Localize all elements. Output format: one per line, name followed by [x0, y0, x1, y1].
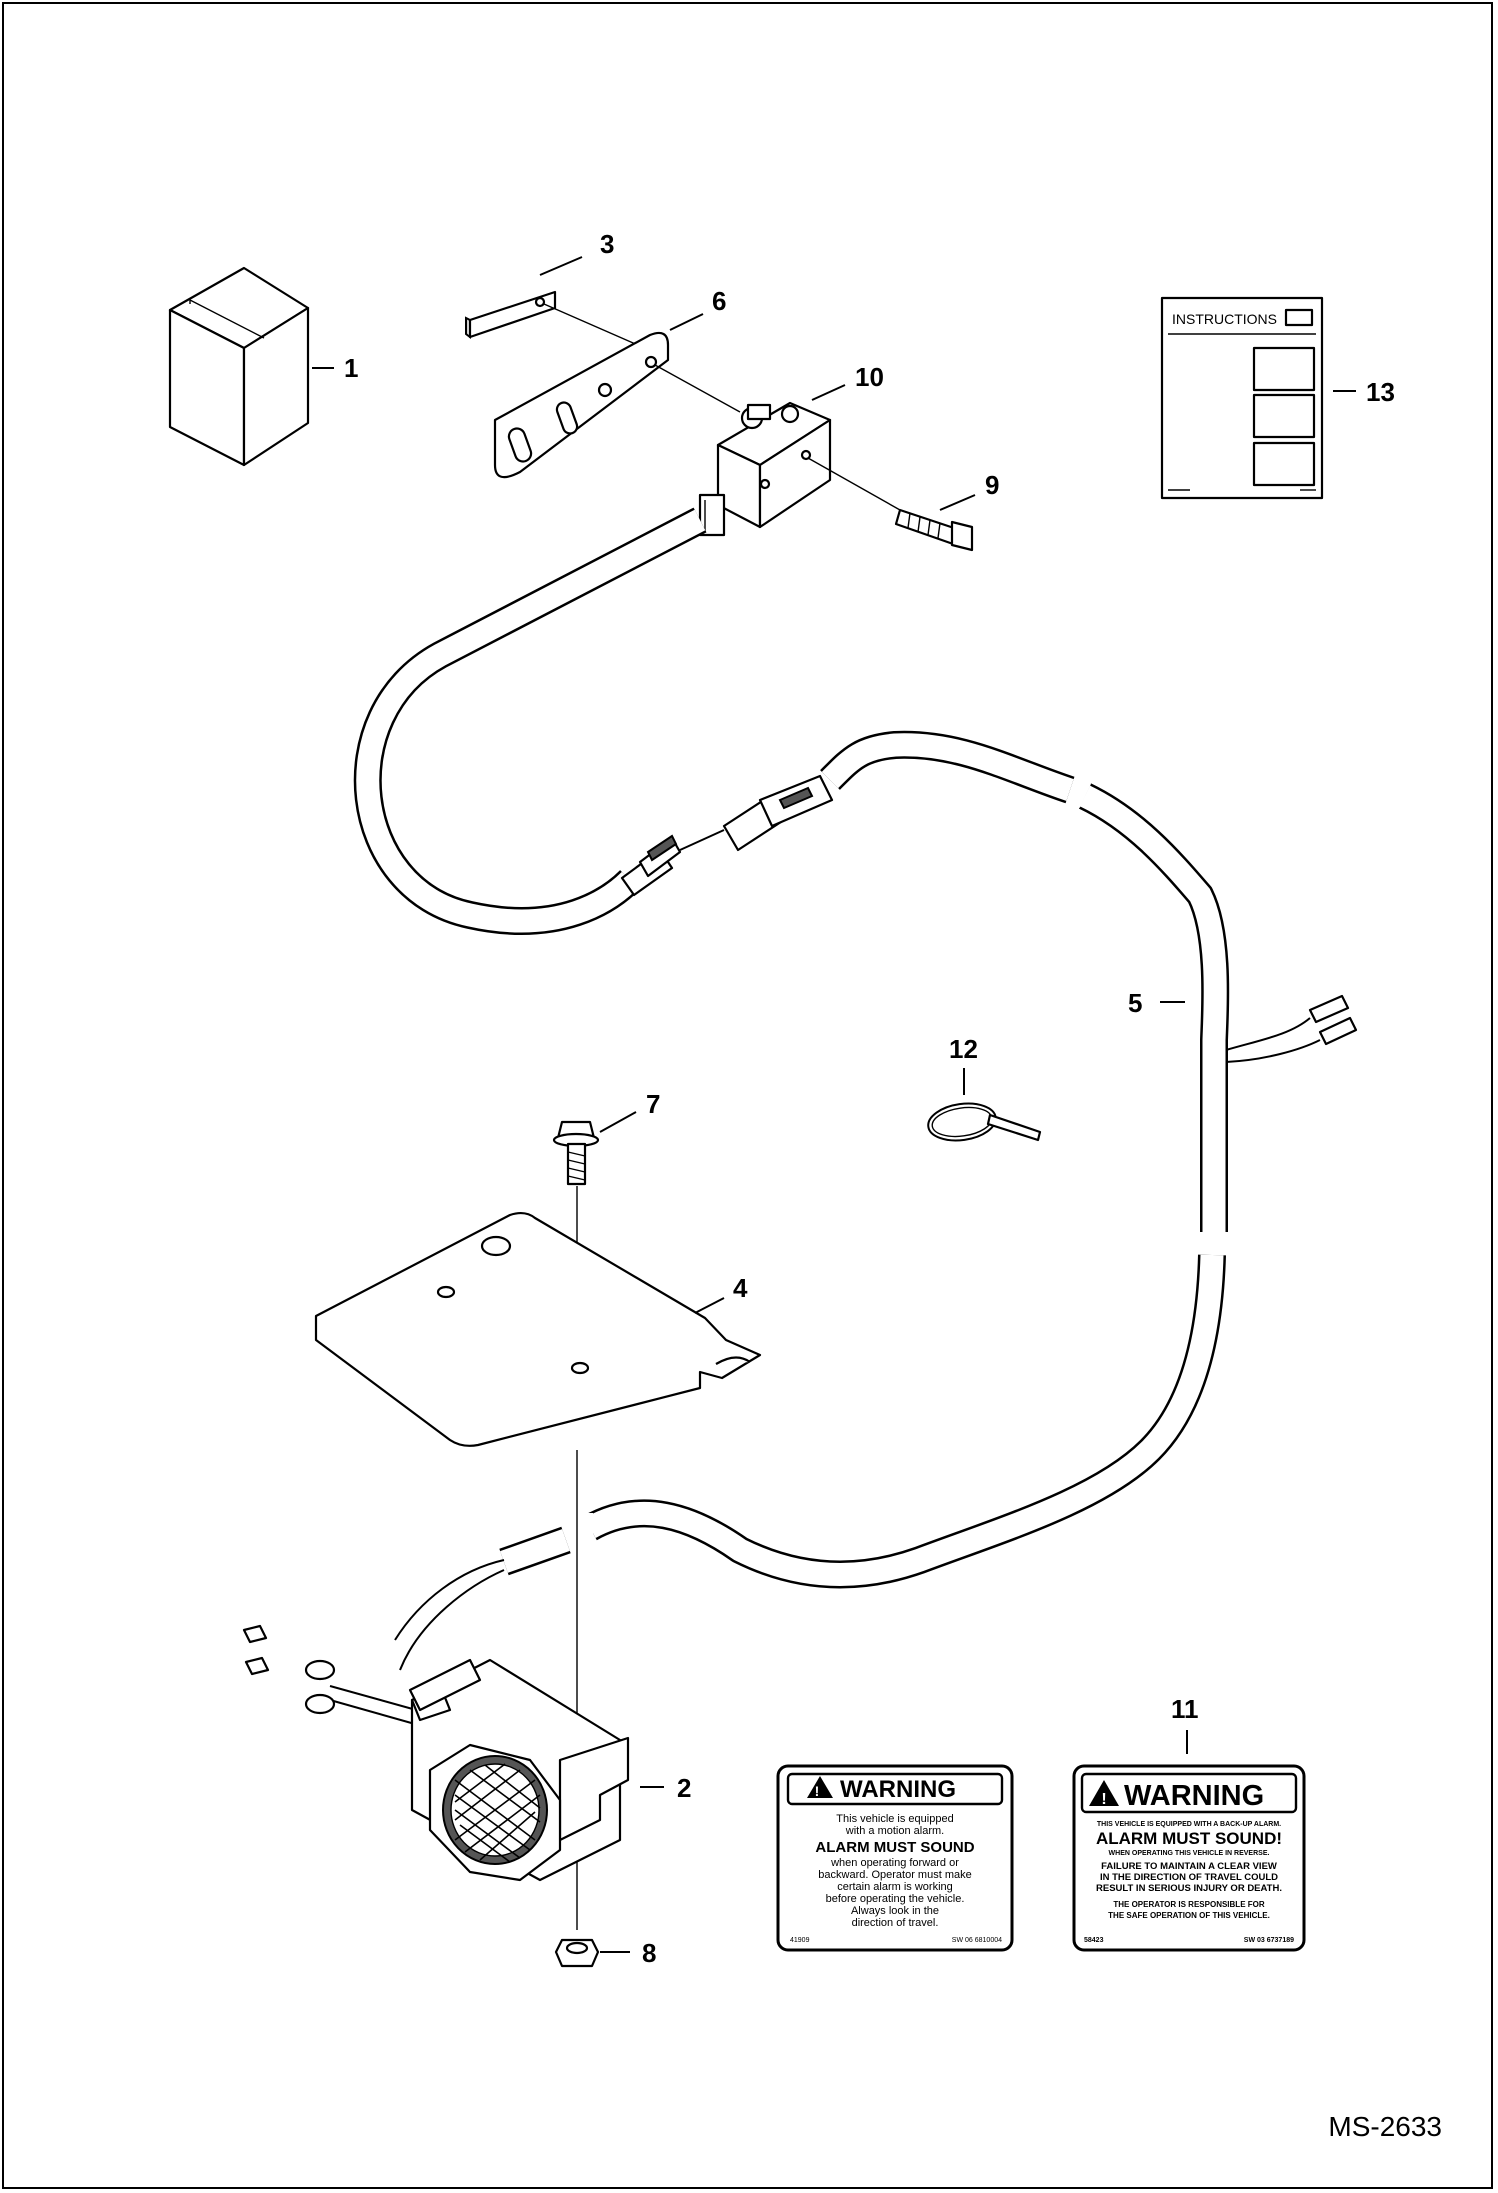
svg-text:!: !	[1101, 1791, 1106, 1808]
decal-left-line: with a motion alarm.	[845, 1825, 944, 1837]
drawing-code: MS-2633	[1328, 2111, 1442, 2142]
leader-7	[599, 1111, 637, 1133]
decal-left-line: This vehicle is equipped	[836, 1813, 953, 1825]
part-4-plate	[314, 1211, 762, 1447]
decal-right-line: WHEN OPERATING THIS VEHICLE IN REVERSE.	[1109, 1850, 1270, 1857]
decal-left-code: SW 06 6810004	[952, 1937, 1002, 1944]
decal-right-code: SW 03 6737189	[1244, 1937, 1294, 1944]
callout-11: 11	[1171, 1694, 1199, 1724]
callout-9: 9	[985, 470, 999, 500]
decal-right-emphasis: ALARM MUST SOUND!	[1096, 1829, 1282, 1848]
callout-10: 10	[855, 362, 884, 392]
decal-left-line: before operating the vehicle.	[826, 1893, 965, 1905]
callout-3: 3	[600, 229, 614, 259]
leader-3	[539, 256, 583, 276]
callout-12: 12	[949, 1034, 978, 1064]
decal-backup-alarm: ! WARNING THIS VEHICLE IS EQUIPPED WITH …	[1072, 1764, 1306, 1952]
decal-right-line: FAILURE TO MAINTAIN A CLEAR VIEW	[1101, 1861, 1277, 1872]
leader-9	[939, 494, 976, 511]
decal-right-line: THIS VEHICLE IS EQUIPPED WITH A BACK-UP …	[1097, 1821, 1281, 1828]
callout-4: 4	[733, 1273, 748, 1303]
callout-2: 2	[677, 1773, 691, 1803]
decal-left-line: direction of travel.	[852, 1917, 939, 1929]
decal-right-line: IN THE DIRECTION OF TRAVEL COULD	[1100, 1872, 1278, 1883]
decal-left-line: backward. Operator must make	[818, 1869, 971, 1881]
callout-5: 5	[1128, 988, 1142, 1018]
decal-motion-alarm: ! WARNING This vehicle is equipped with …	[776, 1764, 1014, 1952]
part-1-box	[168, 266, 310, 467]
part-2-alarm	[242, 1559, 630, 1882]
part-13-instructions: INSTRUCTIONS	[1160, 296, 1324, 500]
warning-triangle-icon	[807, 1776, 833, 1798]
decal-left-line: when operating forward or	[830, 1857, 959, 1869]
part-6-bracket	[493, 331, 670, 479]
part-8-nut	[554, 1938, 600, 1968]
part-3-spacer	[465, 290, 557, 339]
decal-right-code: 58423	[1084, 1937, 1104, 1944]
decal-left-line: certain alarm is working	[837, 1881, 953, 1893]
callout-6: 6	[712, 286, 726, 316]
instructions-title: INSTRUCTIONS	[1172, 311, 1277, 327]
decal-left-line: Always look in the	[851, 1905, 939, 1917]
callout-8: 8	[642, 1938, 656, 1968]
leader-10	[811, 384, 846, 401]
leader-4	[694, 1297, 725, 1314]
callout-1: 1	[344, 353, 358, 383]
decal-left-code: 41909	[790, 1937, 810, 1944]
part-7-bolt	[552, 1120, 600, 1186]
harness-connector	[620, 774, 834, 897]
svg-text:!: !	[815, 1783, 820, 1799]
decal-right-header: WARNING	[1124, 1780, 1264, 1812]
callout-13: 13	[1366, 377, 1395, 407]
decal-right-line: THE OPERATOR IS RESPONSIBLE FOR	[1113, 1900, 1265, 1909]
decal-right-line: RESULT IN SERIOUS INJURY OR DEATH.	[1096, 1883, 1282, 1894]
part-12-cable-tie	[927, 1102, 1042, 1142]
leader-6	[669, 313, 704, 331]
part-5-harness	[353, 507, 1358, 1589]
part-10-switch	[698, 401, 832, 537]
decal-left-emphasis: ALARM MUST SOUND	[815, 1839, 974, 1856]
warning-triangle-icon	[1089, 1780, 1119, 1806]
callout-7: 7	[646, 1089, 660, 1119]
decal-right-line: THE SAFE OPERATION OF THIS VEHICLE.	[1108, 1911, 1270, 1920]
decal-left-header: WARNING	[840, 1776, 956, 1803]
part-9-bolt	[807, 457, 974, 552]
